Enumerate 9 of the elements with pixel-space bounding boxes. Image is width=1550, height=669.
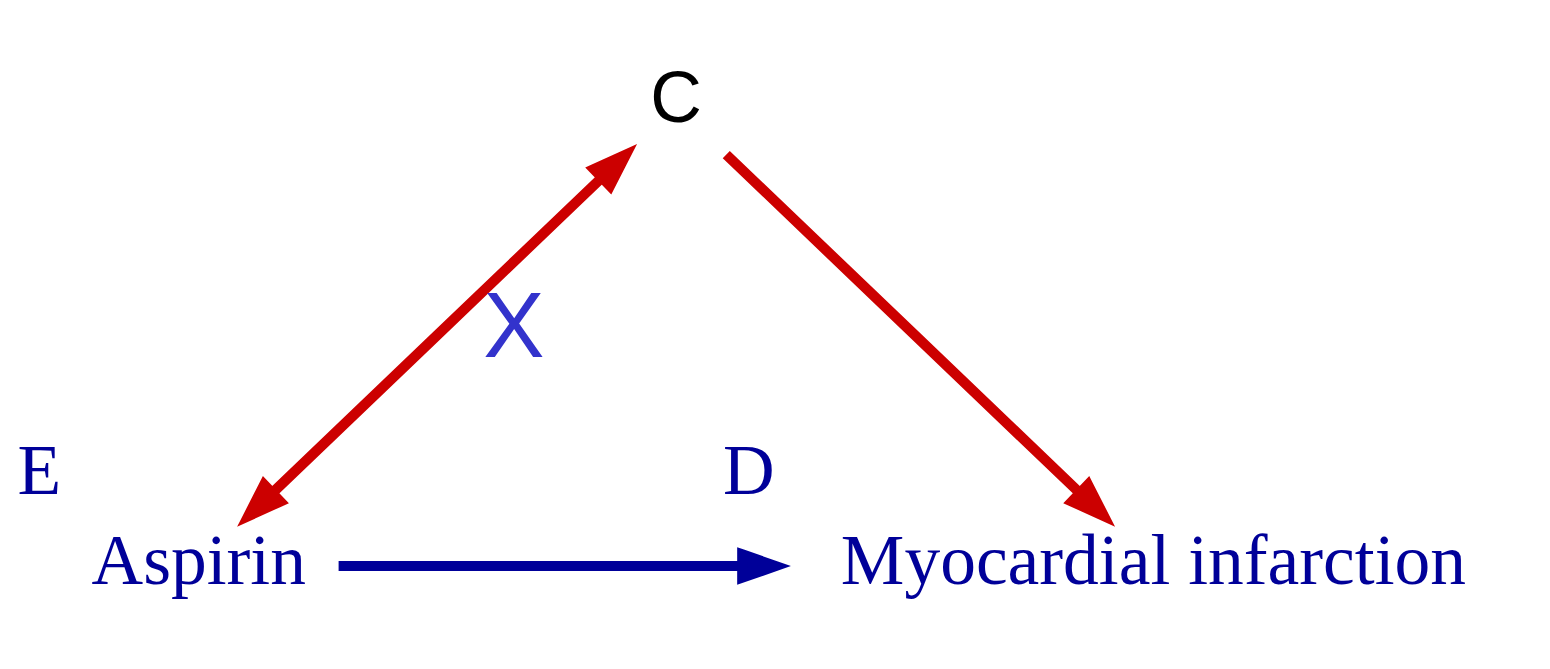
node-text: Myocardial infarction	[840, 519, 1466, 599]
arrow	[722, 150, 1116, 527]
node-text: C	[650, 56, 702, 137]
edge-label: X	[483, 273, 545, 376]
node-text: Aspirin	[91, 519, 306, 599]
node-label: D	[723, 429, 775, 509]
arrow	[338, 546, 791, 585]
node-label: E	[17, 429, 62, 509]
arrow	[237, 143, 638, 527]
